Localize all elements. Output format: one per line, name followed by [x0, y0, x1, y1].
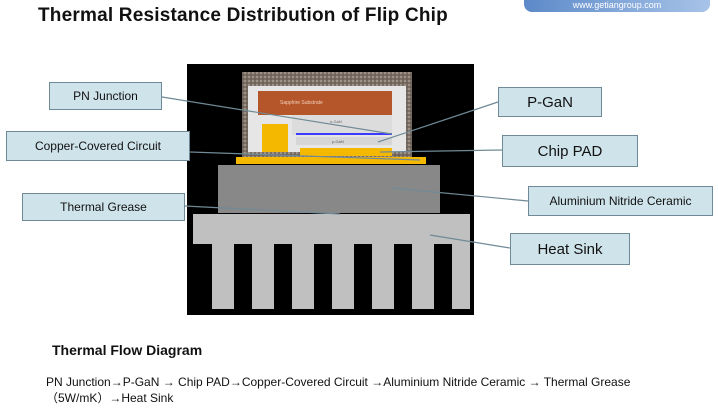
page-title: Thermal Resistance Distribution of Flip …	[38, 5, 448, 26]
svg-text:Sapphire Substrate: Sapphire Substrate	[280, 100, 323, 106]
pad-left	[262, 124, 288, 152]
svg-text:n-GaN: n-GaN	[330, 119, 342, 124]
flow-heading: Thermal Flow Diagram	[52, 342, 203, 358]
svg-text:p-GaN: p-GaN	[332, 139, 344, 144]
brand-banner: www.getiangroup.com	[524, 0, 710, 12]
pad-right	[300, 148, 392, 156]
flow-line-1: PN Junction→P-GaN → Chip PAD→Copper-Cove…	[46, 375, 631, 389]
label-thermal-grease: Thermal Grease	[22, 193, 185, 221]
pointer-grease	[184, 205, 341, 215]
pointer-pn	[161, 96, 393, 135]
label-heat-sink: Heat Sink	[510, 233, 630, 265]
label-aluminium-nitride: Aluminium Nitride Ceramic	[528, 186, 713, 216]
flip-chip-diagram: Sapphire Substrate n-GaN p-GaN	[161, 64, 529, 315]
p-gan-layer	[296, 137, 392, 145]
pointer-chippad	[379, 149, 503, 153]
label-chip-pad: Chip PAD	[502, 135, 638, 167]
pointer-heatsink	[429, 234, 511, 249]
copper-strip	[236, 157, 426, 164]
pointer-copper	[189, 151, 421, 161]
pointer-ceramic	[391, 187, 529, 202]
flow-line-2: （5W/mK）→Heat Sink	[46, 391, 174, 405]
label-copper-circuit: Copper-Covered Circuit	[6, 131, 190, 161]
label-pn-junction: PN Junction	[49, 82, 162, 110]
heat-sink-shape	[193, 214, 470, 309]
flow-description: PN Junction→P-GaN → Chip PAD→Copper-Cove…	[46, 374, 686, 406]
substrate-layer	[258, 91, 392, 115]
pointer-pgan	[377, 101, 499, 143]
label-p-gan: P-GaN	[498, 87, 602, 117]
